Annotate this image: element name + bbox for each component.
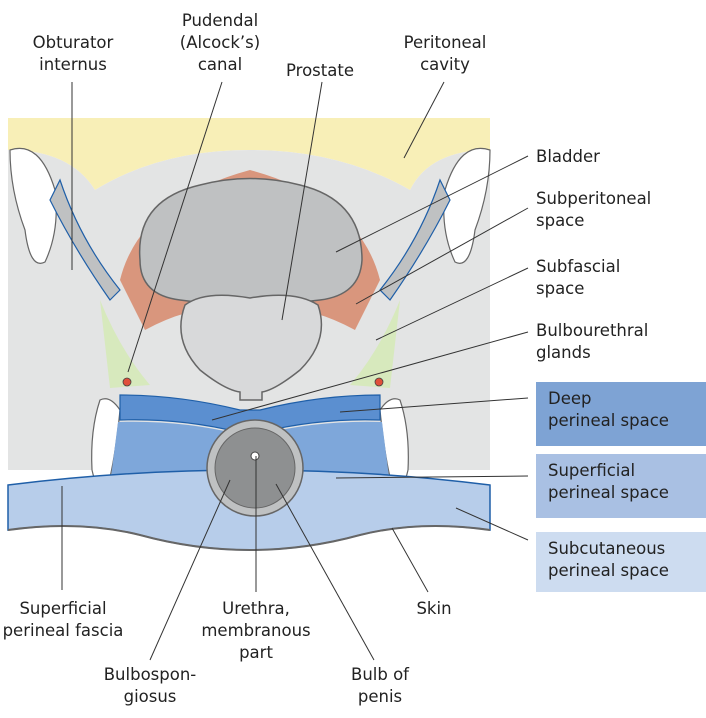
legend-subcutaneous-perineal-space: Subcutaneous perineal space xyxy=(536,532,706,592)
urethra-lumen xyxy=(251,452,259,460)
bulbourethral-gland-right xyxy=(375,378,383,386)
label-subfascial-space: Subfascial space xyxy=(536,256,620,300)
label-pudendal-canal: Pudendal (Alcock’s) canal xyxy=(165,10,275,76)
label-bladder: Bladder xyxy=(536,146,600,168)
label-bulb-of-penis: Bulb of penis xyxy=(340,664,420,708)
label-bulbourethral-glands: Bulbourethral glands xyxy=(536,320,648,364)
label-skin: Skin xyxy=(404,598,464,620)
label-bulbospongiosus: Bulbospon- giosus xyxy=(100,664,200,708)
label-obturator-internus: Obturator internus xyxy=(18,32,128,76)
label-superficial-perineal-fascia: Superficial perineal fascia xyxy=(0,598,126,642)
legend-superficial-perineal-space: Superficial perineal space xyxy=(536,454,706,518)
bladder-shape xyxy=(140,179,362,303)
label-subperitoneal-space: Subperitoneal space xyxy=(536,188,651,232)
bulbourethral-gland-left xyxy=(123,378,131,386)
label-peritoneal-cavity: Peritoneal cavity xyxy=(390,32,500,76)
legend-deep-perineal-space: Deep perineal space xyxy=(536,382,706,446)
label-urethra-membranous: Urethra, membranous part xyxy=(186,598,326,664)
label-prostate: Prostate xyxy=(270,60,370,82)
